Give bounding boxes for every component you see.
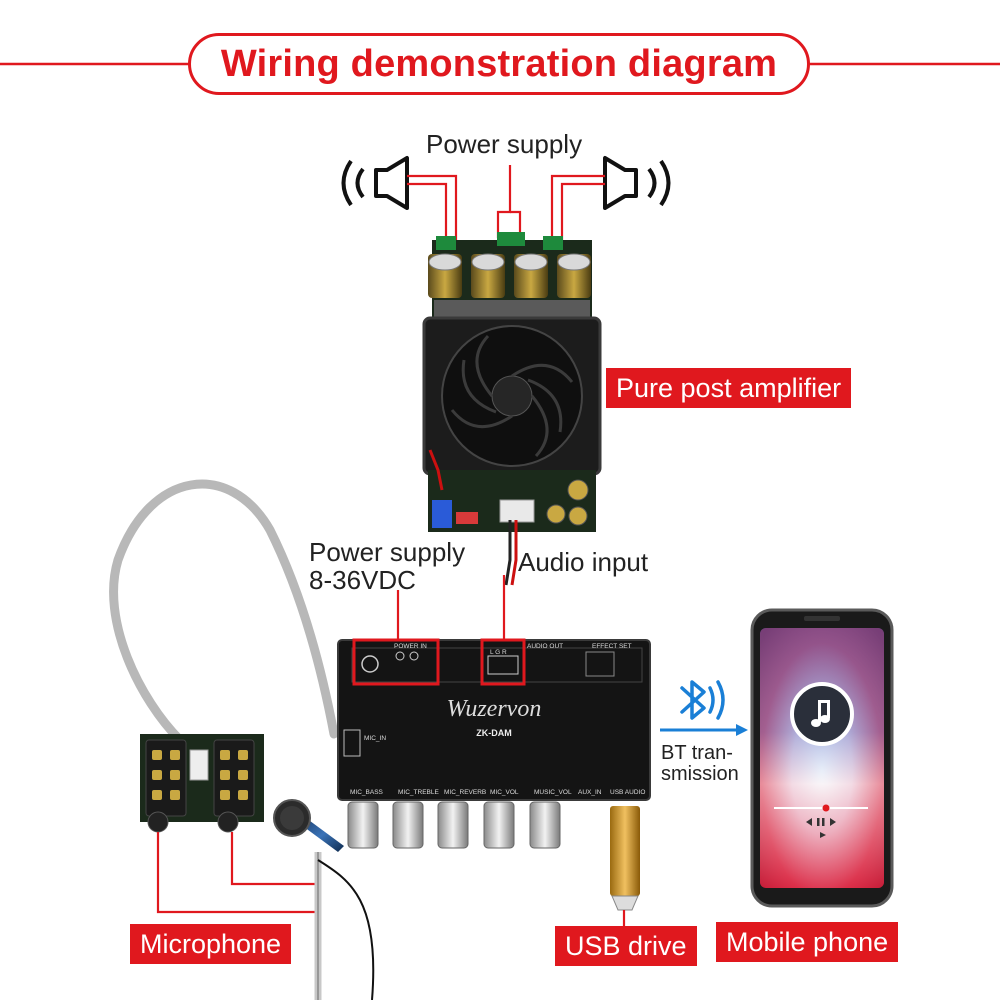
svg-text:MIC_TREBLE: MIC_TREBLE xyxy=(398,789,439,796)
knobs xyxy=(347,801,561,849)
page-title: Wiring demonstration diagram xyxy=(220,42,778,85)
bt-arrow xyxy=(660,724,748,736)
bt-transmission-label: BT tran- smission xyxy=(661,743,739,785)
power-supply-top-label: Power supply xyxy=(426,129,583,159)
knob-labels: MIC_BASS MIC_TREBLE MIC_REVERB MIC_VOL M… xyxy=(350,789,645,796)
audio-out-highlight xyxy=(480,638,526,686)
jack-board xyxy=(140,734,264,833)
audio-out-pins-text: L G R xyxy=(490,649,507,656)
power-supply-dam-label: Power supply 8-36VDC xyxy=(309,538,465,594)
speaker-wires xyxy=(407,165,605,244)
effect-set-text: EFFECT SET xyxy=(592,643,632,650)
bluetooth-icon xyxy=(680,680,725,720)
svg-text:MIC_VOL: MIC_VOL xyxy=(490,789,519,796)
usb-drive xyxy=(610,806,640,911)
svg-text:MUSIC_VOL: MUSIC_VOL xyxy=(534,789,572,796)
mobile-phone xyxy=(750,608,894,908)
svg-text:USB AUDIO: USB AUDIO xyxy=(610,789,645,796)
audio-cable xyxy=(396,520,518,640)
heatsink-fan xyxy=(422,316,602,476)
bt-line1: BT tran- xyxy=(661,742,733,764)
title-pill: Wiring demonstration diagram xyxy=(188,33,810,95)
pure-post-amplifier-label: Pure post amplifier xyxy=(606,368,852,408)
power-in-highlight xyxy=(352,638,440,686)
jack-wires xyxy=(156,832,318,914)
svg-text:MIC_BASS: MIC_BASS xyxy=(350,789,384,796)
board-model: ZK-DAM xyxy=(476,728,512,738)
audio-input-label: Audio input xyxy=(518,547,649,577)
power-supply-line2: 8-36VDC xyxy=(309,565,416,595)
svg-text:AUX_IN: AUX_IN xyxy=(578,789,602,796)
usb-drive-label: USB drive xyxy=(555,926,697,966)
microphone-label: Microphone xyxy=(130,924,292,964)
playback-controls xyxy=(806,818,836,838)
svg-text:MIC_REVERB: MIC_REVERB xyxy=(444,789,486,796)
bt-line2: smission xyxy=(661,763,739,785)
mic-cable xyxy=(109,479,339,745)
mic-in-text: MIC_IN xyxy=(364,735,386,742)
audio-out-text: AUDIO OUT xyxy=(527,643,563,650)
mobile-phone-label: Mobile phone xyxy=(716,922,899,962)
capacitors xyxy=(428,253,591,298)
speaker-left-icon xyxy=(341,156,409,210)
power-supply-line1: Power supply xyxy=(309,537,466,567)
amplifier-board xyxy=(422,232,602,532)
music-note-icon xyxy=(811,700,830,727)
microphone xyxy=(273,799,375,1000)
board-brand: Wuzervon xyxy=(447,696,542,722)
power-in-text: POWER IN xyxy=(394,643,427,650)
dam-board: POWER IN AUDIO OUT EFFECT SET L G R Wuze… xyxy=(337,638,651,801)
speaker-right-icon xyxy=(603,156,671,210)
